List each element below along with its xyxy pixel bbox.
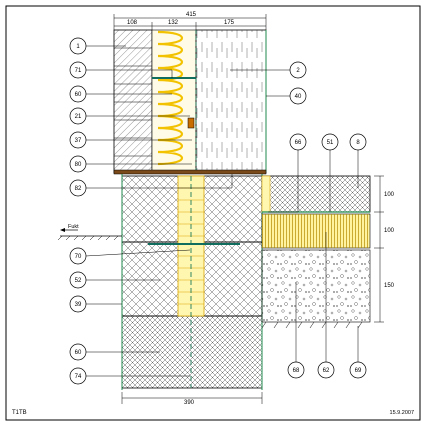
floor-section [261, 175, 371, 329]
dim-width-1: 108 [127, 20, 138, 26]
callout-label: 80 [75, 162, 82, 168]
callout-bubble [69, 179, 87, 197]
callout-bubble [69, 107, 87, 125]
callout-bubble [349, 133, 367, 151]
callout-label: 21 [75, 114, 82, 120]
drawing-code: T1TB [12, 410, 27, 416]
ground-label: Fukt [68, 224, 79, 230]
dim-total-width: 415 [186, 12, 197, 18]
callout-label: 71 [75, 68, 82, 74]
drawing-frame [5, 5, 421, 421]
callout-bubble [69, 131, 87, 149]
callout-bubble [289, 87, 307, 105]
callout-label: 40 [295, 94, 302, 100]
callout-label: 51 [327, 140, 334, 146]
insulation-squiggle [157, 30, 183, 166]
dim-width-2: 132 [168, 20, 179, 26]
callout-label: 8 [356, 140, 360, 146]
callout-bubble [289, 61, 307, 79]
callout-label: 66 [295, 140, 302, 146]
callout-bubble [289, 133, 307, 151]
callout-bubble [349, 361, 367, 379]
callout-bubble [69, 37, 87, 55]
callout-bubble [317, 361, 335, 379]
callout-bubble [321, 133, 339, 151]
drawing-date: 15.9.2007 [390, 410, 414, 416]
floor-insulation-stripes [262, 214, 370, 248]
callout-bubble [69, 61, 87, 79]
bracket [187, 117, 195, 129]
dim-height-1: 100 [384, 192, 395, 198]
callout-bubble [69, 85, 87, 103]
gravel-fill [261, 249, 371, 323]
callout-bubble [69, 295, 87, 313]
callout-bubble [69, 247, 87, 265]
callout-label: 62 [323, 368, 330, 374]
callout-bubble [287, 361, 305, 379]
brick-joints [114, 47, 152, 157]
callout-label: 1 [76, 44, 80, 50]
foundation-section: Fukt [57, 174, 263, 390]
callouts-left: 1 71 60 21 37 80 82 70 52 [69, 37, 233, 385]
dimension-bottom [121, 392, 263, 404]
callout-label: 69 [355, 368, 362, 374]
dimension-top [113, 14, 267, 30]
ground-arrowhead [60, 228, 65, 232]
callouts-right-bottom: 68 62 69 [287, 232, 367, 379]
callout-label: 39 [75, 302, 82, 308]
callout-bubble [69, 155, 87, 173]
callouts-right-top: 2 40 66 51 8 [230, 61, 367, 213]
callout-label: 70 [75, 254, 82, 260]
sill-plate [113, 169, 267, 175]
dim-height-3: 150 [384, 283, 395, 289]
callout-bubble [69, 271, 87, 289]
dim-width-3: 175 [224, 20, 235, 26]
floor-joint-strip [261, 175, 271, 213]
callout-label: 74 [75, 374, 82, 380]
subgrade-hatch [261, 321, 363, 329]
callout-label: 60 [75, 92, 82, 98]
dim-height-2: 100 [384, 228, 395, 234]
callout-label: 52 [75, 278, 82, 284]
callout-label: 68 [293, 368, 300, 374]
callout-label: 82 [75, 186, 82, 192]
callout-bubble [69, 367, 87, 385]
wall-section [113, 29, 267, 175]
callout-label: 60 [75, 350, 82, 356]
ground-hatch [57, 235, 119, 241]
callout-label: 2 [296, 68, 300, 74]
callout-bubble [69, 343, 87, 361]
brick-facade [113, 29, 153, 174]
dim-base-width: 390 [184, 400, 195, 406]
inner-wall-board [195, 29, 267, 174]
dimension-right [374, 175, 384, 323]
callout-label: 37 [75, 138, 82, 144]
floor-slab [261, 175, 371, 213]
